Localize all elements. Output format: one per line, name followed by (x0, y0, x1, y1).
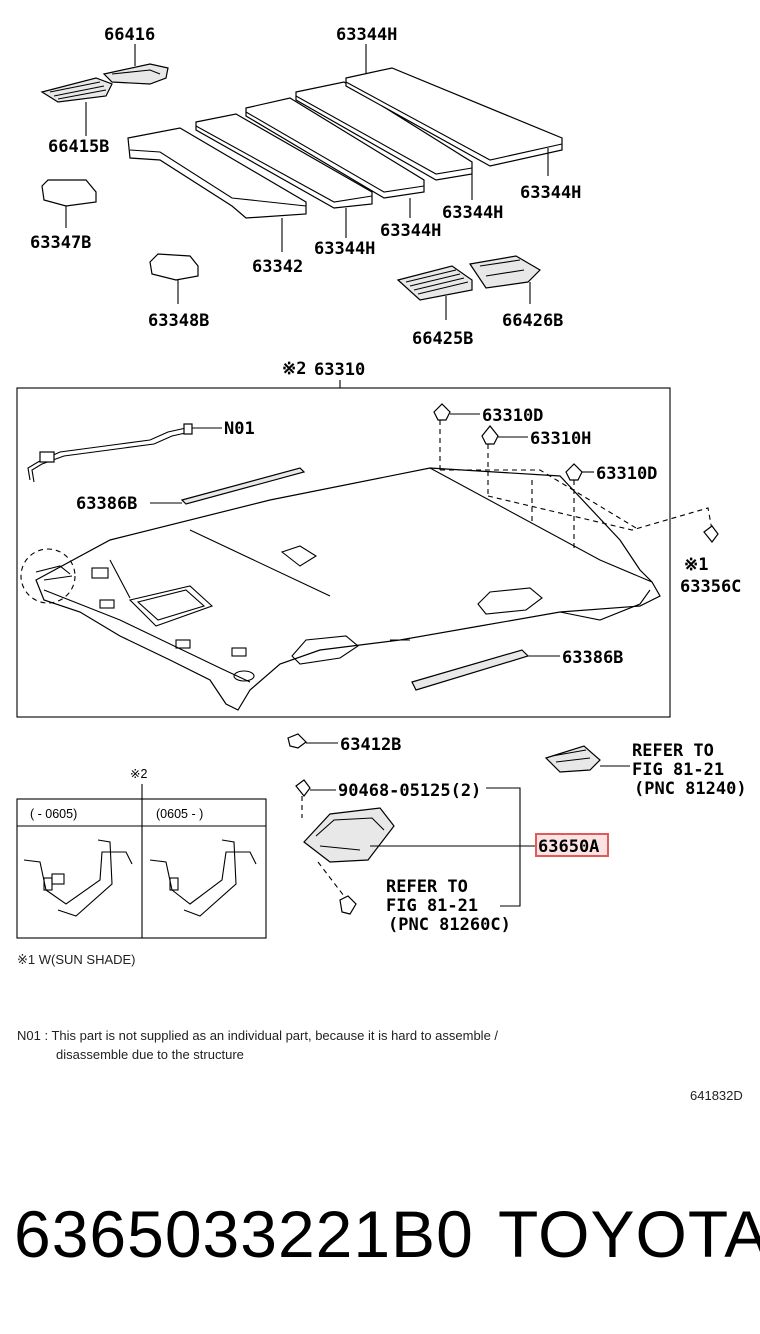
pad-63344h-low[interactable] (245, 97, 425, 199)
strip-63386b-lower[interactable] (411, 649, 530, 691)
label-63344h-left: 63344H (314, 239, 375, 259)
refer-81260c-l3: (PNC 81260C) (388, 915, 511, 935)
refer-81240-l2: FIG 81-21 (632, 760, 724, 780)
label-63342: 63342 (252, 257, 303, 277)
clip-63310d-a[interactable] (433, 403, 451, 421)
label-63344h-mid: 63344H (442, 203, 503, 223)
part-63347b[interactable] (41, 179, 97, 207)
sunshade-holder-63356c[interactable] (703, 525, 719, 543)
label-66426b: 66426B (502, 311, 563, 331)
pad-63344h-left[interactable] (195, 113, 373, 209)
refer-81240-l1: REFER TO (632, 741, 714, 761)
label-63344h-right: 63344H (520, 183, 581, 203)
label-n01: N01 (224, 419, 255, 439)
label-63348b: 63348B (148, 311, 209, 331)
label-90468: 90468-05125(2) (338, 781, 481, 801)
note-n01-line2: disassemble due to the structure (56, 1047, 244, 1062)
clip-63412b[interactable] (287, 733, 307, 749)
harness-n01[interactable] (27, 423, 193, 483)
label-63650a[interactable]: 63650A (538, 837, 599, 857)
label-63386b-lower: 63386B (562, 648, 623, 668)
headliner-63310[interactable] (35, 467, 661, 711)
headliner-frame (16, 387, 671, 718)
footer-part-number: 6365033221B0 (14, 1197, 474, 1271)
mark-63310: ※2 (282, 359, 306, 379)
label-66416: 66416 (104, 25, 155, 45)
part-66426b[interactable] (468, 255, 541, 289)
clip-63310d-b[interactable] (565, 463, 583, 481)
pad-63344h-top[interactable] (345, 67, 563, 167)
label-63310h: 63310H (530, 429, 591, 449)
label-63412b: 63412B (340, 735, 401, 755)
refer-81260c-l2: FIG 81-21 (386, 896, 478, 916)
inset-table (16, 798, 267, 939)
inset-detail-left (23, 839, 133, 917)
part-66415b[interactable] (40, 77, 113, 103)
label-63310d-b: 63310D (596, 464, 657, 484)
refer-81260c-l1: REFER TO (386, 877, 468, 897)
part-66425b[interactable] (396, 265, 473, 301)
label-63310d-a: 63310D (482, 406, 543, 426)
inset-col-left: ( - 0605) (30, 807, 77, 821)
footer-brand: TOYOTA (498, 1197, 760, 1271)
part-63348b[interactable] (149, 253, 199, 281)
clip-63310h[interactable] (481, 425, 499, 445)
label-63310: 63310 (314, 360, 365, 380)
label-66425b: 66425B (412, 329, 473, 349)
label-63344h-top: 63344H (336, 25, 397, 45)
detail-circle (20, 548, 76, 604)
bulb-81260c[interactable] (339, 895, 357, 915)
mark-63356c: ※1 (684, 555, 708, 575)
refer-81240-l3: (PNC 81240) (634, 779, 747, 799)
console-63650a[interactable] (303, 807, 395, 863)
label-63344h-low: 63344H (380, 221, 441, 241)
inset-col-right: (0605 - ) (156, 807, 203, 821)
map-lamp-81240[interactable] (544, 745, 601, 773)
screw-90468[interactable] (295, 779, 311, 797)
diagram-id: 641832D (690, 1088, 743, 1103)
part-66416[interactable] (102, 63, 169, 85)
strip-63386b-upper[interactable] (180, 467, 306, 505)
highlight-63650a (535, 833, 609, 857)
label-63386b-upper: 63386B (76, 494, 137, 514)
note-sunshade: ※1 W(SUN SHADE) (17, 952, 136, 967)
label-63356c: 63356C (680, 577, 741, 597)
note-n01-line1: N01 : This part is not supplied as an in… (17, 1028, 499, 1043)
inset-detail-right (149, 839, 257, 917)
label-66415b: 66415B (48, 137, 109, 157)
label-63347b: 63347B (30, 233, 91, 253)
pad-63342[interactable] (127, 127, 307, 219)
inset-mark: ※2 (130, 767, 147, 781)
